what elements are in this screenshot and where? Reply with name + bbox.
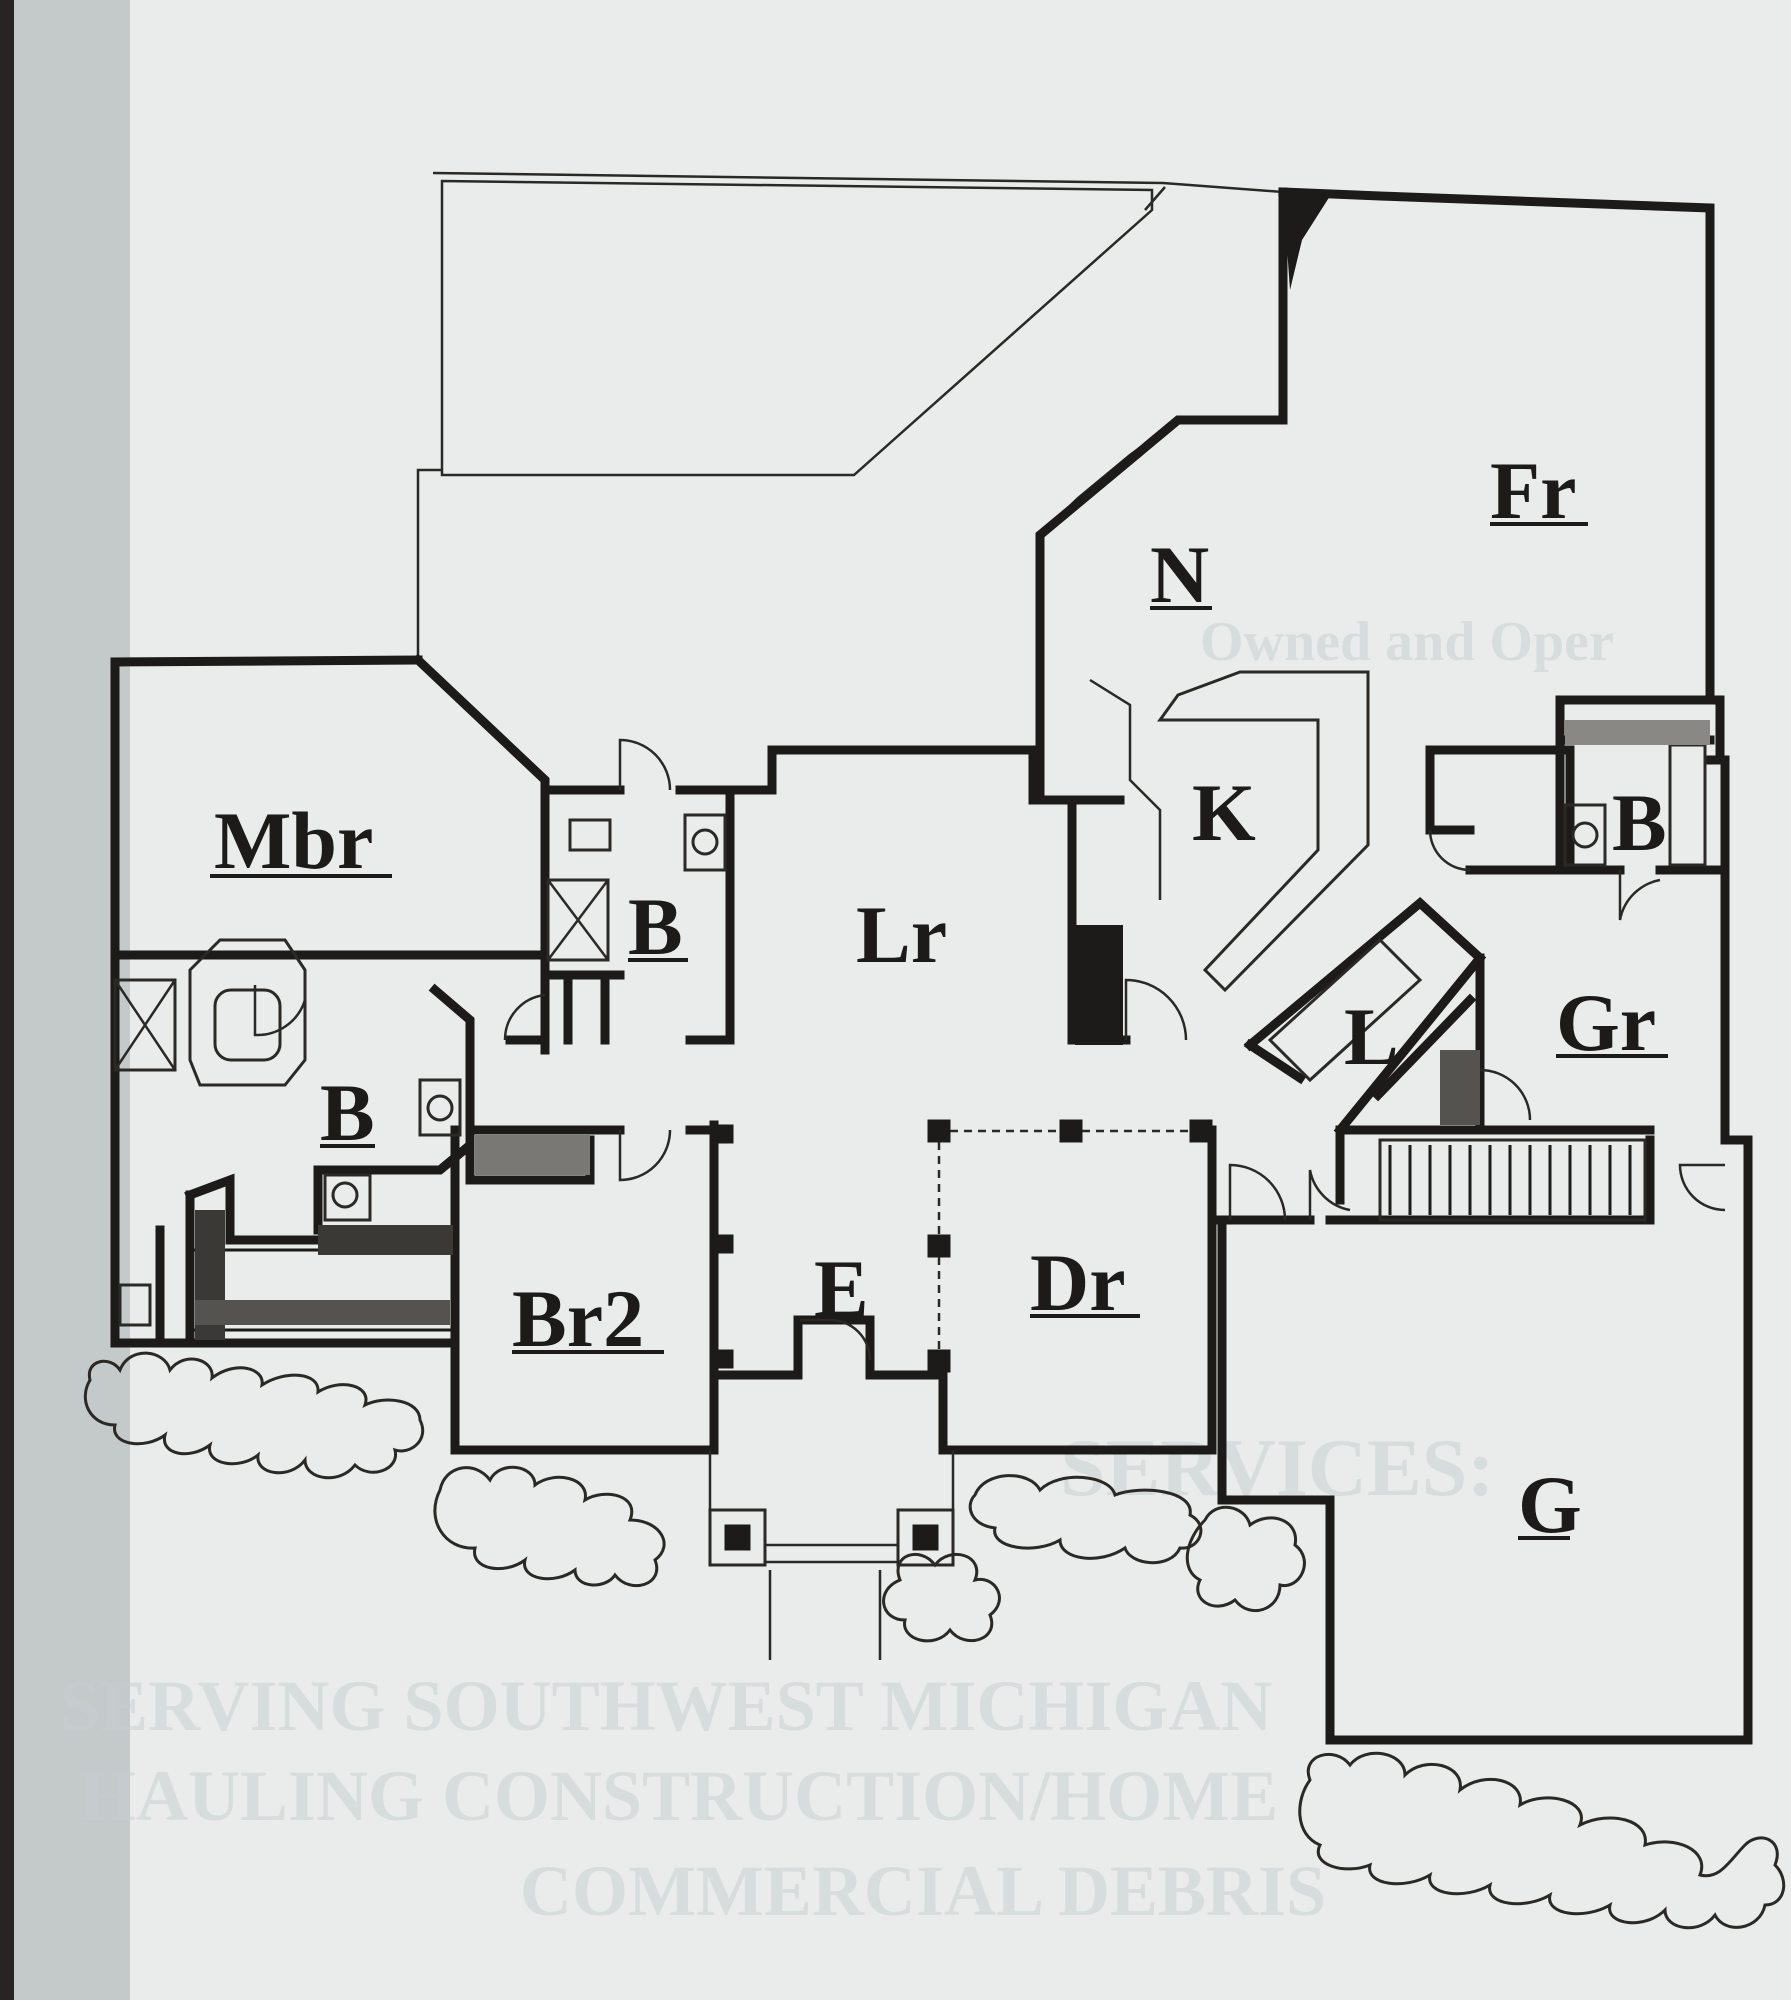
label-bath-hall: B xyxy=(628,881,683,972)
columns xyxy=(708,1119,1213,1660)
bleedthrough-line5: COMMERCIAL DEBRIS xyxy=(520,1851,1326,1931)
fixtures xyxy=(113,670,1710,1340)
label-bath-right: B xyxy=(1612,777,1667,868)
bleedthrough-line1: Owned and Oper xyxy=(1200,611,1614,673)
bleedthrough-text: Owned and Oper SERVICES: SERVING SOUTHWE… xyxy=(60,611,1614,1931)
bleedthrough-line3: SERVING SOUTHWEST MICHIGAN xyxy=(60,1666,1272,1746)
label-nook: N xyxy=(1150,529,1209,620)
label-entry: E xyxy=(814,1243,869,1334)
label-living: Lr xyxy=(856,889,947,980)
label-mbr: Mbr xyxy=(214,795,373,886)
label-bedroom2: Br2 xyxy=(512,1273,644,1364)
label-family: Fr xyxy=(1490,445,1576,536)
exterior-walls xyxy=(110,187,1753,1745)
page-edge-shadow xyxy=(0,0,130,2000)
bleedthrough-line4: HAULING CONSTRUCTION/HOME xyxy=(80,1756,1278,1836)
label-garage: G xyxy=(1518,1459,1582,1550)
page-edge-dark xyxy=(0,0,14,2000)
label-bath-master: B xyxy=(320,1067,375,1158)
label-laundry: L xyxy=(1344,991,1399,1082)
doors xyxy=(253,738,1726,1361)
room-labels: Mbr B B Lr N Fr K B L Gr Br2 E Dr G xyxy=(210,445,1668,1550)
label-dining: Dr xyxy=(1030,1237,1126,1328)
landscaping-shrubs xyxy=(83,1351,1786,1930)
label-guest: Gr xyxy=(1556,977,1656,1068)
label-kitchen: K xyxy=(1192,767,1256,858)
